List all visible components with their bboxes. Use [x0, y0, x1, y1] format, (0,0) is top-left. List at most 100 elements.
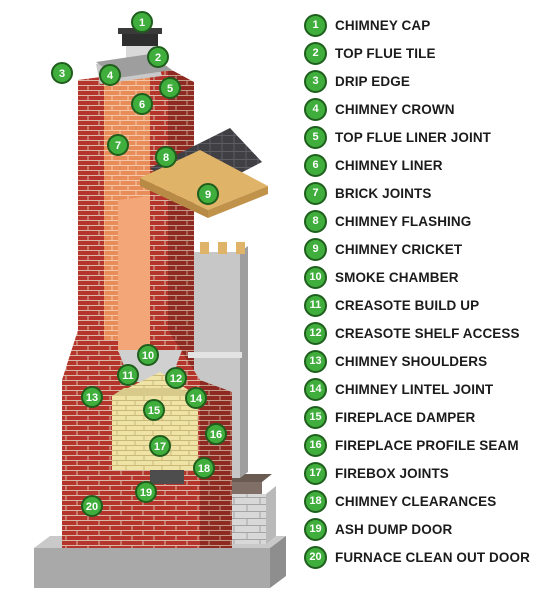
callout-1: 1: [132, 12, 152, 32]
legend-number-badge: 15: [304, 406, 327, 429]
callout-11: 11: [118, 365, 138, 385]
callout-3: 3: [52, 63, 72, 83]
callout-10: 10: [138, 345, 158, 365]
legend-item: 11 CREASOTE BUILD UP: [304, 291, 548, 319]
svg-text:12: 12: [170, 373, 182, 385]
legend-number-badge: 10: [304, 266, 327, 289]
legend-label: FURNACE CLEAN OUT DOOR: [335, 550, 530, 565]
svg-text:5: 5: [167, 83, 173, 95]
legend-number-badge: 7: [304, 182, 327, 205]
callout-15: 15: [144, 400, 164, 420]
legend-item: 13 CHIMNEY SHOULDERS: [304, 347, 548, 375]
legend-item: 19 ASH DUMP DOOR: [304, 515, 548, 543]
callout-18: 18: [194, 458, 214, 478]
svg-text:17: 17: [154, 441, 166, 453]
svg-text:15: 15: [148, 405, 160, 417]
legend-item: 2 TOP FLUE TILE: [304, 39, 548, 67]
callout-16: 16: [206, 424, 226, 444]
ash-dump-door: [150, 470, 184, 484]
legend-item: 15 FIREPLACE DAMPER: [304, 403, 548, 431]
legend-number-badge: 8: [304, 210, 327, 233]
legend-number-badge: 17: [304, 462, 327, 485]
svg-text:10: 10: [142, 350, 154, 362]
callout-5: 5: [160, 78, 180, 98]
callout-6: 6: [132, 94, 152, 114]
legend-label: CHIMNEY CRICKET: [335, 242, 462, 257]
callout-13: 13: [82, 387, 102, 407]
legend-item: 20 FURNACE CLEAN OUT DOOR: [304, 543, 548, 571]
svg-text:20: 20: [86, 501, 98, 513]
legend-label: CREASOTE BUILD UP: [335, 298, 479, 313]
legend-number-badge: 11: [304, 294, 327, 317]
callout-2: 2: [148, 47, 168, 67]
svg-text:14: 14: [190, 393, 203, 405]
legend-label: DRIP EDGE: [335, 74, 410, 89]
legend-number-badge: 9: [304, 238, 327, 261]
legend-label: CHIMNEY FLASHING: [335, 214, 471, 229]
legend-number-badge: 6: [304, 154, 327, 177]
legend-label: ASH DUMP DOOR: [335, 522, 452, 537]
legend-number-badge: 18: [304, 490, 327, 513]
legend-label: SMOKE CHAMBER: [335, 270, 459, 285]
svg-text:11: 11: [122, 370, 134, 382]
legend-label: FIREPLACE PROFILE SEAM: [335, 438, 519, 453]
svg-text:6: 6: [139, 99, 145, 111]
legend-label: BRICK JOINTS: [335, 186, 431, 201]
svg-text:13: 13: [86, 392, 98, 404]
legend-number-badge: 4: [304, 98, 327, 121]
callout-4: 4: [100, 65, 120, 85]
callout-9: 9: [198, 184, 218, 204]
chimney-cutaway-illustration: 1 2 3 4 5 6 7 8 9 10 11 12 13 14 15 16 1…: [0, 0, 300, 606]
parts-legend: 1 CHIMNEY CAP 2 TOP FLUE TILE 3 DRIP EDGE 4…: [304, 11, 548, 571]
legend-item: 9 CHIMNEY CRICKET: [304, 235, 548, 263]
legend-number-badge: 19: [304, 518, 327, 541]
legend-item: 12 CREASOTE SHELF ACCESS: [304, 319, 548, 347]
legend-item: 16 FIREPLACE PROFILE SEAM: [304, 431, 548, 459]
svg-text:8: 8: [163, 152, 169, 164]
svg-text:4: 4: [107, 70, 114, 82]
legend-item: 14 CHIMNEY LINTEL JOINT: [304, 375, 548, 403]
legend-item: 18 CHIMNEY CLEARANCES: [304, 487, 548, 515]
legend-number-badge: 14: [304, 378, 327, 401]
legend-item: 8 CHIMNEY FLASHING: [304, 207, 548, 235]
legend-label: CREASOTE SHELF ACCESS: [335, 326, 520, 341]
legend-item: 4CHIMNEY CROWN: [304, 95, 548, 123]
legend-item: 7 BRICK JOINTS: [304, 179, 548, 207]
legend-number-badge: 16: [304, 434, 327, 457]
svg-text:16: 16: [210, 429, 222, 441]
legend-number-badge: 2: [304, 42, 327, 65]
svg-text:3: 3: [59, 68, 65, 80]
legend-number-badge: 13: [304, 350, 327, 373]
callout-20: 20: [82, 496, 102, 516]
legend-number-badge: 3: [304, 70, 327, 93]
svg-text:2: 2: [155, 52, 161, 64]
legend-label: TOP FLUE LINER JOINT: [335, 130, 491, 145]
legend-label: FIREBOX JOINTS: [335, 466, 449, 481]
legend-item: 6 CHIMNEY LINER: [304, 151, 548, 179]
legend-number-badge: 20: [304, 546, 327, 569]
svg-text:18: 18: [198, 463, 210, 475]
svg-text:7: 7: [115, 140, 121, 152]
callout-19: 19: [136, 482, 156, 502]
svg-text:9: 9: [205, 189, 211, 201]
legend-label: CHIMNEY CAP: [335, 18, 430, 33]
legend-number-badge: 5: [304, 126, 327, 149]
callout-12: 12: [166, 368, 186, 388]
callout-14: 14: [186, 388, 206, 408]
callout-8: 8: [156, 147, 176, 167]
svg-text:1: 1: [139, 17, 145, 29]
legend-label: CHIMNEY SHOULDERS: [335, 354, 487, 369]
legend-label: FIREPLACE DAMPER: [335, 410, 475, 425]
legend-item: 5 TOP FLUE LINER JOINT: [304, 123, 548, 151]
callout-7: 7: [108, 135, 128, 155]
legend-label: TOP FLUE TILE: [335, 46, 436, 61]
legend-number-badge: 1: [304, 14, 327, 37]
legend-label: CHIMNEY LINER: [335, 158, 443, 173]
legend-item: 17 FIREBOX JOINTS: [304, 459, 548, 487]
callout-17: 17: [150, 436, 170, 456]
legend-number-badge: 12: [304, 322, 327, 345]
legend-label: CHIMNEY LINTEL JOINT: [335, 382, 493, 397]
legend-item: 1 CHIMNEY CAP: [304, 11, 548, 39]
legend-label: CHIMNEY CLEARANCES: [335, 494, 496, 509]
